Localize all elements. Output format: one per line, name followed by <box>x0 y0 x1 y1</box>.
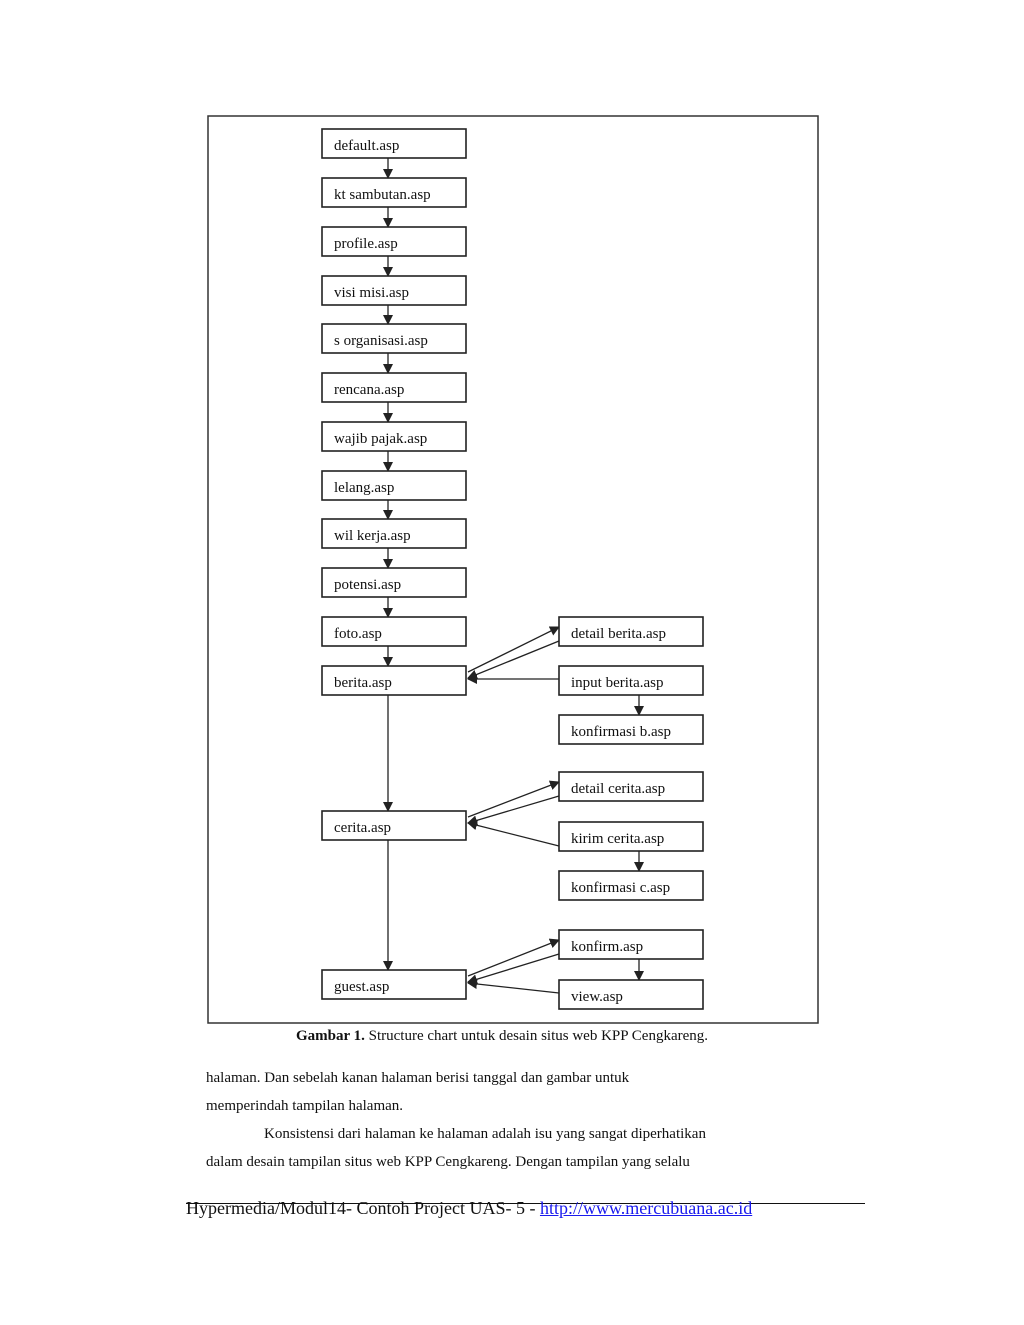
node-kirimcerita: kirim cerita.asp <box>558 821 704 852</box>
node-box <box>321 226 467 257</box>
node-box <box>321 665 467 696</box>
node-box <box>321 177 467 208</box>
node-detailberita: detail berita.asp <box>558 616 704 647</box>
edge-detailberita-to-berita <box>467 640 560 680</box>
paragraph-1: halaman. Dan sebelah kanan halaman beris… <box>206 1064 806 1120</box>
node-box <box>321 128 467 159</box>
node-box <box>321 275 467 306</box>
node-box <box>321 518 467 549</box>
node-box <box>558 616 704 647</box>
node-label: cerita.asp <box>334 820 391 836</box>
nodes-layer: default.asp kt sambutan.asp profile.asp vis… <box>321 128 704 1010</box>
node-label: lelang.asp <box>334 480 394 496</box>
edge-berita-to-detailberita <box>467 626 560 673</box>
figure-caption: Gambar 1. Structure chart untuk desain s… <box>0 1028 1004 1045</box>
node-box <box>558 821 704 852</box>
node-label: foto.asp <box>334 626 382 642</box>
node-wilkerja: wil kerja.asp <box>321 518 467 549</box>
footer-text: Hypermedia/Modul14- Contoh Project UAS- … <box>186 1198 540 1218</box>
paragraph-1-line-2: memperindah tampilan halaman. <box>206 1098 404 1114</box>
node-sorganisasi: s organisasi.asp <box>321 323 467 354</box>
node-label: kt sambutan.asp <box>334 187 431 203</box>
edge-cerita-to-detailcerita <box>467 780 560 818</box>
node-berita: berita.asp <box>321 665 467 696</box>
node-label: konfirmasi c.asp <box>571 880 670 896</box>
paragraph-2-line-2: dalam desain tampilan situs web KPP Ceng… <box>206 1154 690 1170</box>
node-label: profile.asp <box>334 236 398 252</box>
node-guest: guest.asp <box>321 969 467 1000</box>
caption-label: Gambar 1. <box>295 1028 365 1044</box>
node-box <box>558 771 704 802</box>
node-box <box>558 714 704 745</box>
paragraph-2: Konsistensi dari halaman ke halaman adal… <box>206 1120 806 1176</box>
paragraph-1-line-1: halaman. Dan sebelah kanan halaman beris… <box>206 1070 630 1086</box>
node-label: s organisasi.asp <box>334 333 428 349</box>
node-default: default.asp <box>321 128 467 159</box>
node-konfirm: konfirm.asp <box>558 929 704 960</box>
node-wajibpajak: wajib pajak.asp <box>321 421 467 452</box>
node-label: visi misi.asp <box>334 285 409 301</box>
node-label: potensi.asp <box>334 577 401 593</box>
node-foto: foto.asp <box>321 616 467 647</box>
node-box <box>321 470 467 501</box>
node-label: detail berita.asp <box>571 626 666 642</box>
node-konfirmasib: konfirmasi b.asp <box>558 714 704 745</box>
node-box <box>321 567 467 598</box>
node-profile: profile.asp <box>321 226 467 257</box>
node-cerita: cerita.asp <box>321 810 467 841</box>
edge-konfirm-to-guest <box>467 953 560 985</box>
node-label: wil kerja.asp <box>334 528 411 544</box>
node-box <box>321 810 467 841</box>
node-label: default.asp <box>334 138 399 154</box>
node-box <box>321 616 467 647</box>
node-lelang: lelang.asp <box>321 470 467 501</box>
node-box <box>558 870 704 901</box>
node-box <box>321 421 467 452</box>
node-potensi: potensi.asp <box>321 567 467 598</box>
caption-text: Structure chart untuk desain situs web K… <box>364 1028 709 1044</box>
node-box <box>558 979 704 1010</box>
node-detailcerita: detail cerita.asp <box>558 771 704 802</box>
node-box <box>321 323 467 354</box>
node-box <box>558 929 704 960</box>
diagram-frame <box>207 115 819 1024</box>
node-label: wajib pajak.asp <box>334 431 427 447</box>
node-label: view.asp <box>571 989 623 1005</box>
node-label: detail cerita.asp <box>571 781 665 797</box>
edge-view-to-guest <box>467 979 560 994</box>
node-box <box>321 372 467 403</box>
node-view: view.asp <box>558 979 704 1010</box>
node-label: konfirm.asp <box>571 939 643 955</box>
node-visimisi: visi misi.asp <box>321 275 467 306</box>
edges-layer <box>383 158 644 994</box>
footer-rule <box>186 1203 865 1204</box>
node-box <box>321 969 467 1000</box>
node-konfirmasic: konfirmasi c.asp <box>558 870 704 901</box>
node-rencana: rencana.asp <box>321 372 467 403</box>
node-label: guest.asp <box>334 979 389 995</box>
paragraph-2-line-1: Konsistensi dari halaman ke halaman adal… <box>264 1126 706 1142</box>
node-ktsambutan: kt sambutan.asp <box>321 177 467 208</box>
edge-kirimcerita-to-cerita <box>467 820 560 847</box>
node-label: berita.asp <box>334 675 392 691</box>
node-label: input berita.asp <box>571 675 663 691</box>
node-inputberita: input berita.asp <box>558 665 704 696</box>
edge-guest-to-konfirm <box>467 938 560 977</box>
footer-link[interactable]: http://www.mercubuana.ac.id <box>539 1198 753 1218</box>
node-label: kirim cerita.asp <box>571 831 664 847</box>
edge-detailcerita-to-cerita <box>467 795 560 826</box>
node-box <box>558 665 704 696</box>
node-label: rencana.asp <box>334 382 404 398</box>
page-footer: Hypermedia/Modul14- Contoh Project UAS- … <box>186 1198 752 1219</box>
node-label: konfirmasi b.asp <box>571 724 671 740</box>
structure-chart-diagram: default.asp kt sambutan.asp profile.asp vis… <box>207 115 819 1024</box>
